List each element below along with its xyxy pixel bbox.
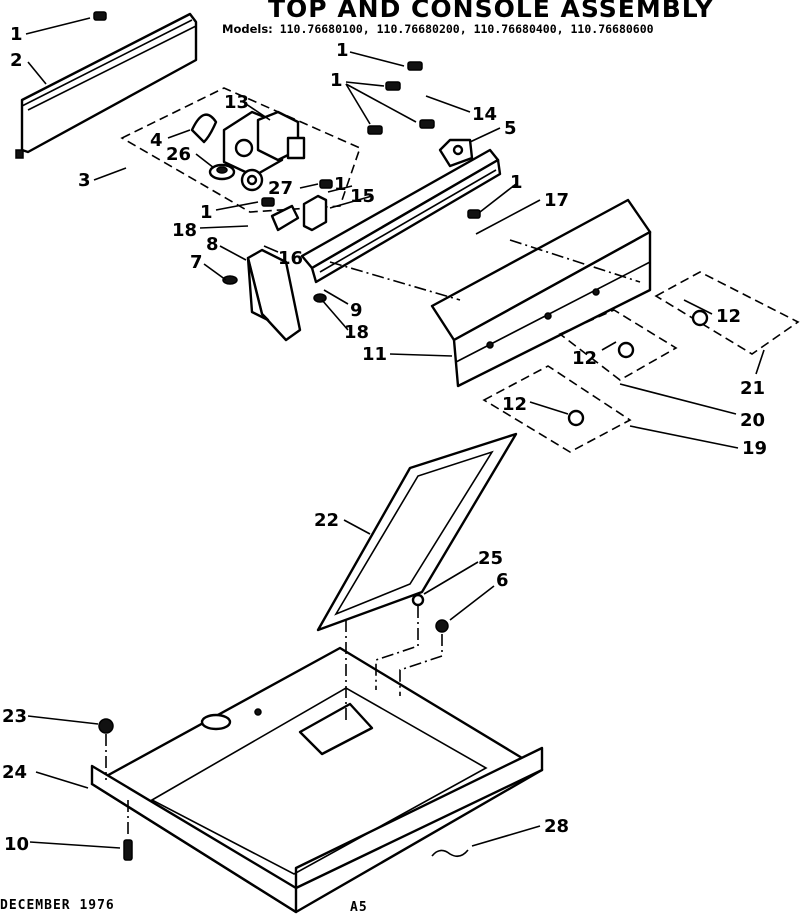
callout-5: 5 <box>504 118 517 139</box>
callout-1: 1 <box>200 202 213 223</box>
callout-23: 23 <box>2 706 27 727</box>
callout-1: 1 <box>334 174 347 195</box>
callout-15: 15 <box>350 186 375 207</box>
screw-part-10 <box>123 839 133 861</box>
alignment-lines <box>105 239 641 838</box>
callout-10: 10 <box>4 834 29 855</box>
callout-7: 7 <box>190 252 203 273</box>
nut-part-6 <box>435 619 449 633</box>
callout-14: 14 <box>472 104 497 125</box>
screws-1 <box>93 11 481 219</box>
switch-part-15 <box>270 194 328 232</box>
callout-18: 18 <box>172 220 197 241</box>
callout-1: 1 <box>510 172 523 193</box>
bracket-part-5 <box>438 138 474 168</box>
model-numbers: Models: 110.76680100, 110.76680200, 110.… <box>222 22 654 36</box>
callout-3: 3 <box>78 170 91 191</box>
spring-part-25 <box>411 593 425 607</box>
callout-18: 18 <box>344 322 369 343</box>
footer-date: DECEMBER 1976 <box>0 898 115 913</box>
console-panel-part-11 <box>430 198 652 388</box>
screw-part-9 <box>313 293 327 303</box>
diagram-title: TOP AND CONSOLE ASSEMBLY <box>268 0 714 23</box>
callout-12: 12 <box>572 348 597 369</box>
knob-group-20 <box>558 309 678 381</box>
knob-part-26 <box>208 163 236 181</box>
lint-filter-part-22 <box>316 432 518 632</box>
models-list: 110.76680100, 110.76680200, 110.76680400… <box>279 22 654 36</box>
timer-part <box>222 110 306 178</box>
callout-25: 25 <box>478 548 503 569</box>
callout-labels: 1 2 1 1 14 5 13 4 26 3 27 1 15 1 17 1 18… <box>2 24 767 855</box>
callout-9: 9 <box>350 300 363 321</box>
callout-6: 6 <box>496 570 509 591</box>
callout-26: 26 <box>166 144 191 165</box>
callout-20: 20 <box>740 410 765 431</box>
lamp-part-27 <box>240 168 264 192</box>
callout-27: 27 <box>268 178 293 199</box>
callout-1: 1 <box>330 70 343 91</box>
rail-part-16 <box>300 148 502 284</box>
footer-page-code: A5 <box>350 900 368 915</box>
knob-group-21 <box>654 271 800 355</box>
callout-11: 11 <box>362 344 387 365</box>
clip-part-28 <box>431 849 469 858</box>
callout-19: 19 <box>742 438 767 459</box>
callout-12: 12 <box>502 394 527 415</box>
nut-part-23 <box>98 718 114 734</box>
callout-28: 28 <box>544 816 569 837</box>
models-label: Models: <box>222 22 273 36</box>
clip-part-7 <box>222 275 238 285</box>
callout-1: 1 <box>10 24 23 45</box>
callout-22: 22 <box>314 510 339 531</box>
end-cap-part-8 <box>246 248 302 342</box>
callout-4: 4 <box>150 130 163 151</box>
callout-8: 8 <box>206 234 219 255</box>
callout-2: 2 <box>10 50 23 71</box>
knobs-12 <box>567 309 709 427</box>
knob-group-19 <box>482 365 632 453</box>
callout-16: 16 <box>278 248 303 269</box>
rear-panel-part <box>15 12 198 159</box>
callout-24: 24 <box>2 762 27 783</box>
leader-lines <box>25 17 765 849</box>
callout-21: 21 <box>740 378 765 399</box>
subassembly-boundary-3 <box>120 87 361 213</box>
switch-part-4 <box>190 113 218 144</box>
callout-17: 17 <box>544 190 569 211</box>
callout-1: 1 <box>336 40 349 61</box>
callout-13: 13 <box>224 92 249 113</box>
callout-12: 12 <box>716 306 741 327</box>
cabinet-top-part-24 <box>90 646 544 914</box>
